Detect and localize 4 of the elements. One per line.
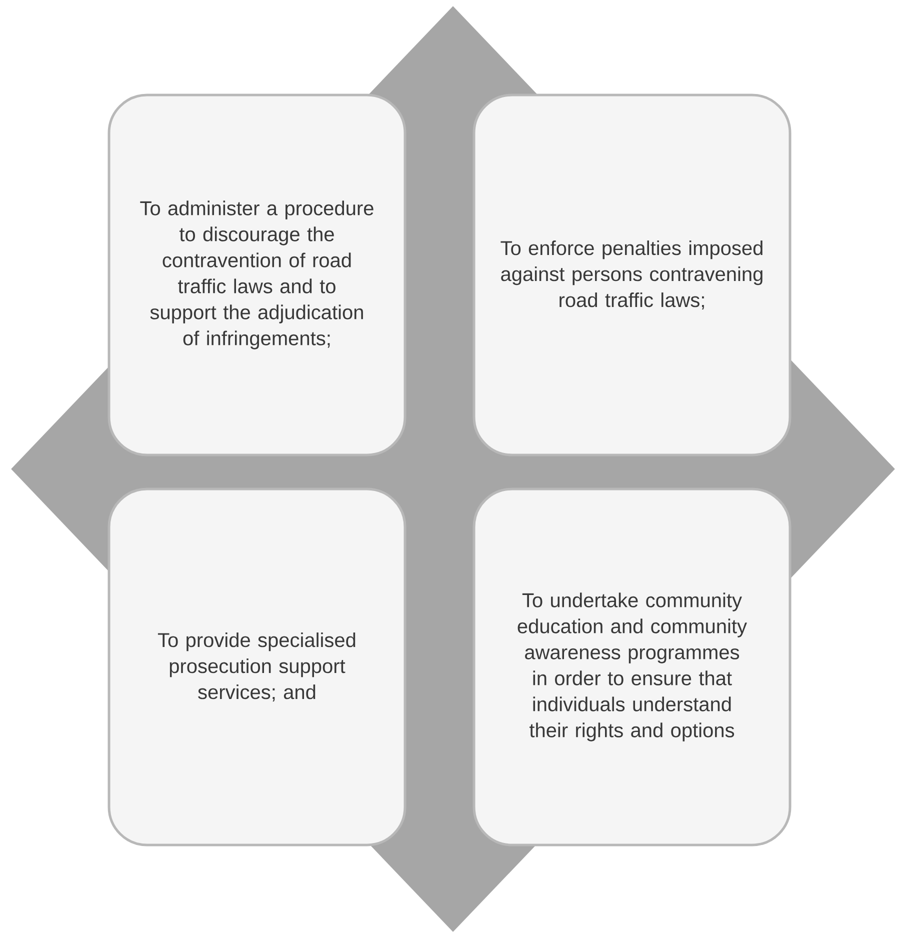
- text-box: To enforce penalties imposed against persons contravening road traffic laws;: [472, 94, 792, 456]
- text-box: To undertake community education and community awareness programmes in order to ensure that individuals understand their rights and options: [472, 488, 792, 846]
- text-box: To provide specialised prosecution support services; and: [108, 488, 406, 846]
- text-box: To administer a procedure to discourage the contravention of road traffic laws and to support the adjudication of infringements;: [108, 94, 406, 456]
